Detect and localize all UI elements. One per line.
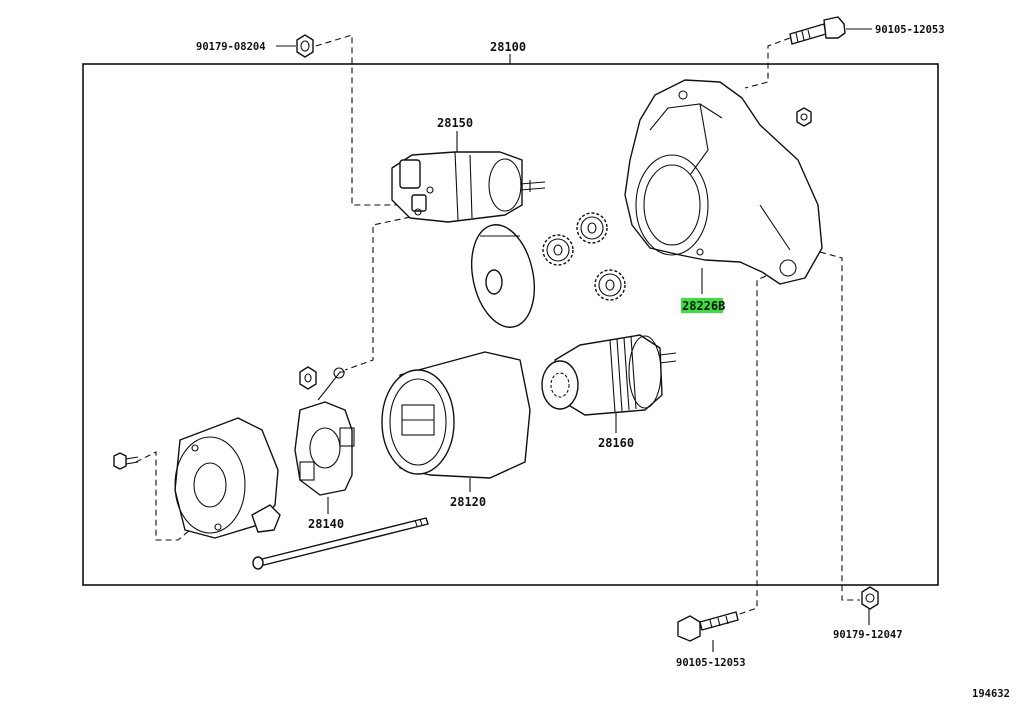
label-28160: 28160 <box>598 436 634 450</box>
gear-1-drawing <box>542 234 574 266</box>
guide-top-left-nut <box>315 34 410 206</box>
gear-2-drawing <box>576 212 608 244</box>
nut-bottom-right-drawing <box>861 586 879 610</box>
highlight-28226 <box>681 298 723 313</box>
guide-left-screw <box>135 451 191 541</box>
label-90105-bottom: 90105-12053 <box>676 657 746 669</box>
brush-holder-drawing <box>294 367 355 496</box>
solenoid-drawing <box>391 151 546 223</box>
label-90179-12047: 90179-12047 <box>833 629 903 641</box>
bolt-top-right-drawing <box>789 16 846 45</box>
through-bolt-drawing <box>252 517 429 570</box>
guide-top-right-bolt <box>744 37 791 89</box>
nut-top-left-drawing <box>296 34 314 58</box>
label-90179-08204: 90179-08204 <box>196 41 266 53</box>
gear-3-drawing <box>594 269 626 301</box>
guide-solenoid-brush <box>344 214 421 371</box>
housing-nut-drawing <box>796 107 812 127</box>
plate-drawing <box>471 224 535 328</box>
end-cover-drawing <box>174 417 281 539</box>
yoke-drawing <box>381 351 531 479</box>
label-28120: 28120 <box>450 495 486 509</box>
label-28100: 28100 <box>490 40 526 54</box>
bolt-bottom-drawing <box>677 611 739 642</box>
label-28226-suffix: B <box>718 299 725 313</box>
guide-bottom-right-nut <box>819 251 860 601</box>
housing-drawing <box>624 79 823 285</box>
catalog-number: 194632 <box>972 688 1010 700</box>
label-90105-top: 90105-12053 <box>875 24 945 36</box>
clutch-drawing <box>541 334 677 416</box>
label-28226: 28226B <box>682 299 725 313</box>
label-28140: 28140 <box>308 517 344 531</box>
brush-nut-drawing <box>299 366 317 390</box>
left-screw-drawing <box>113 452 139 470</box>
label-28226-number: 28226 <box>682 299 718 313</box>
guide-bottom-bolt <box>733 271 776 617</box>
label-28150: 28150 <box>437 116 473 130</box>
